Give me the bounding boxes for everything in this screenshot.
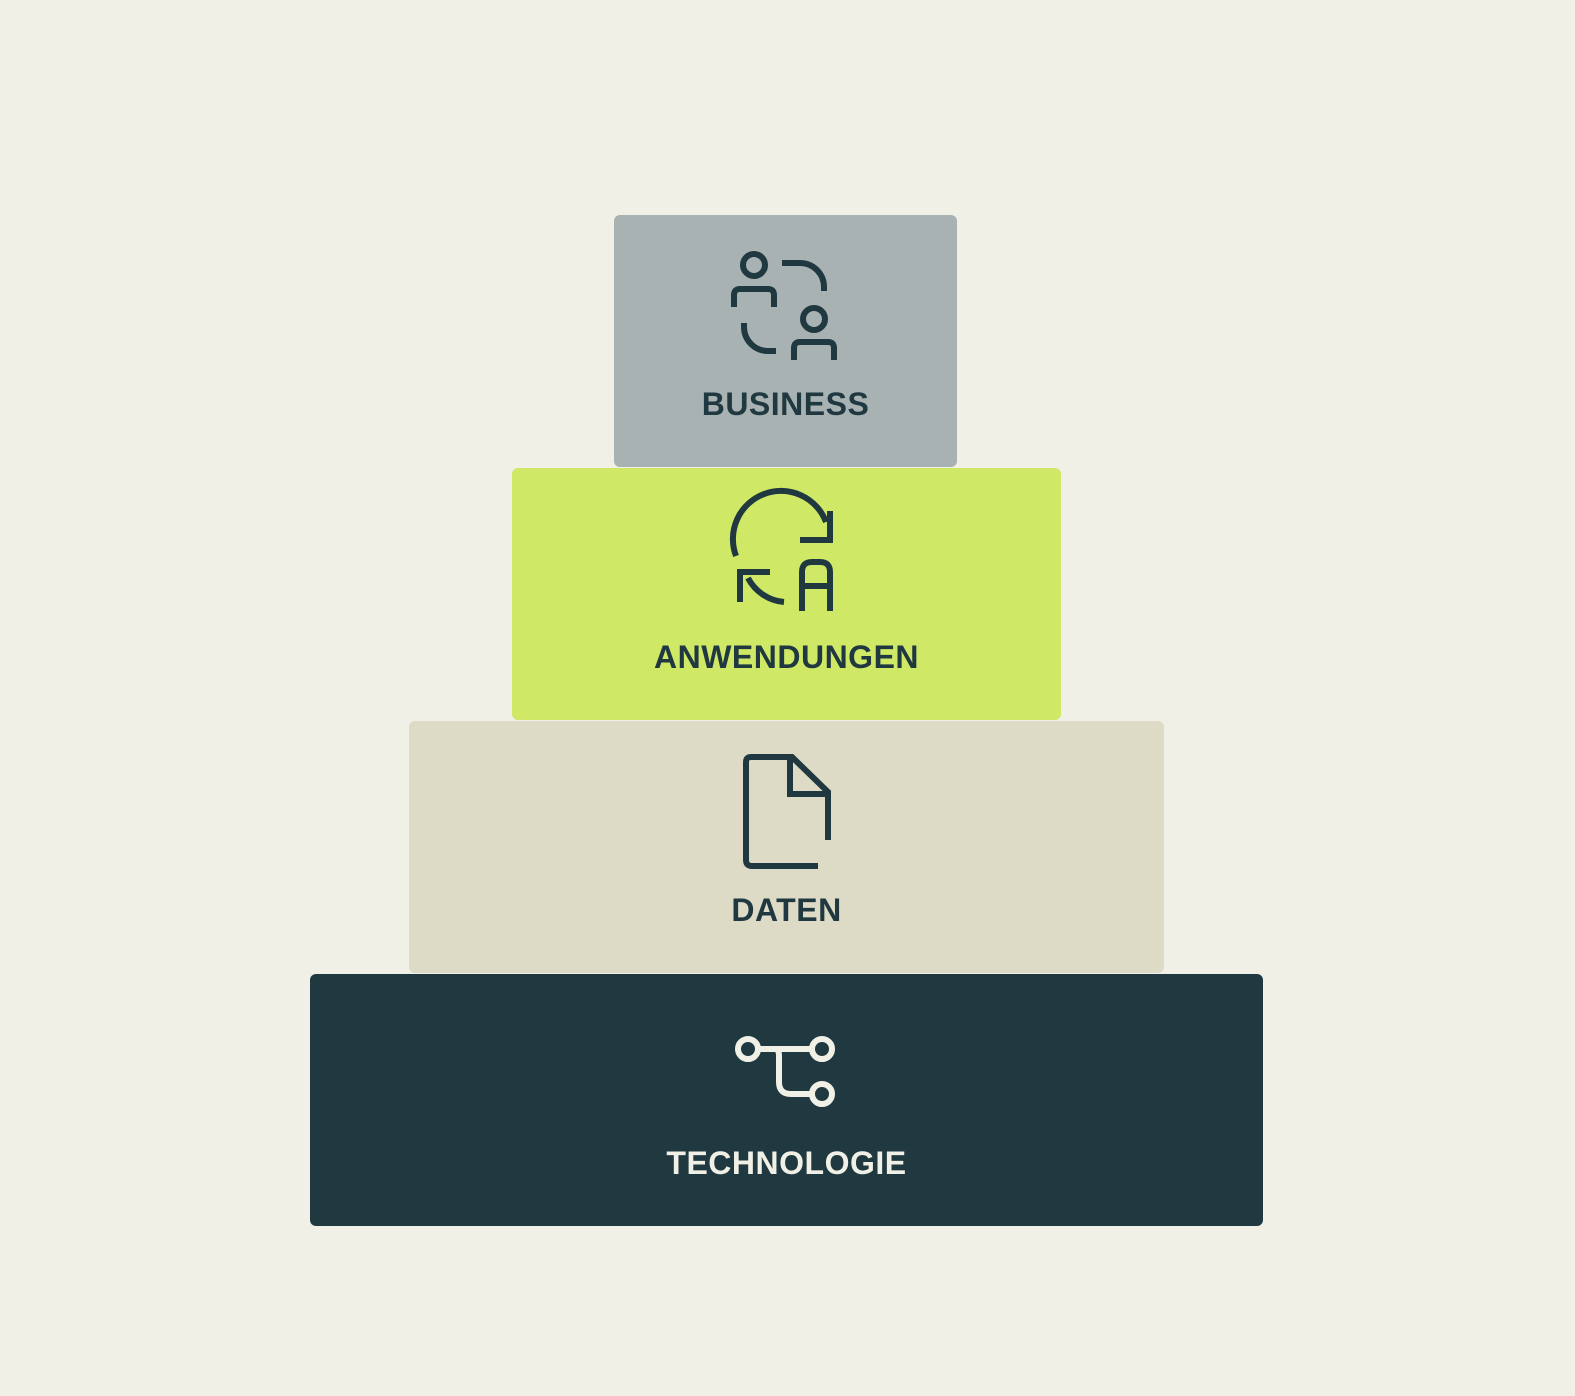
layer-technologie: TECHNOLOGIE <box>310 974 1263 1226</box>
document-icon <box>742 754 832 874</box>
layer-label-anwendungen: ANWENDUNGEN <box>653 639 920 675</box>
layer-label-daten: DATEN <box>731 892 842 928</box>
layer-label-business: BUSINESS <box>701 386 870 422</box>
app-refresh-icon <box>729 487 842 616</box>
branch-nodes-icon <box>734 1036 839 1112</box>
layer-daten: DATEN <box>409 721 1164 973</box>
layer-label-technologie: TECHNOLOGIE <box>666 1145 907 1181</box>
layer-business: BUSINESS <box>614 215 957 467</box>
layer-anwendungen: ANWENDUNGEN <box>512 468 1061 720</box>
people-exchange-icon <box>726 247 846 367</box>
